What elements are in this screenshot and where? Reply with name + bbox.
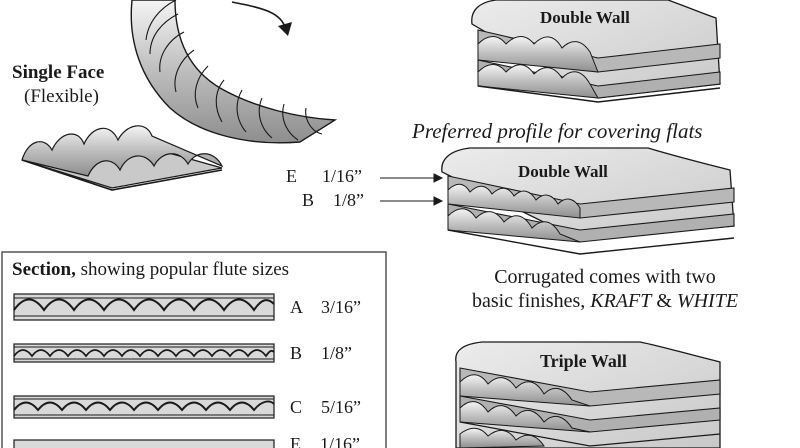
curl-arrow [231, 1, 292, 36]
finish-kraft: KRAFT [590, 290, 652, 312]
flute-e-letter: E [286, 166, 297, 186]
finishes-line-1: Corrugated comes with two [494, 266, 716, 288]
flute-pointer-arrows [380, 173, 444, 206]
section-row-e: E 1/16” [290, 434, 360, 448]
flute-e-size: 1/16” [322, 166, 362, 186]
section-row-b-letter: B [290, 343, 303, 363]
finishes-amp: & [651, 290, 677, 312]
single-face-curled-sheet [130, 0, 338, 144]
double-wall-top-board [471, 0, 721, 103]
finish-white: WHITE [676, 290, 739, 312]
double-wall-middle-label: Double Wall [518, 162, 608, 181]
flute-b-label: B 1/8” [302, 190, 364, 211]
flute-strip-c [13, 395, 275, 419]
section-row-b-size: 1/8” [321, 343, 353, 363]
triple-wall-board [455, 341, 721, 448]
section-row-b: B 1/8” [290, 343, 352, 364]
section-row-a-letter: A [290, 297, 303, 317]
double-wall-top-label: Double Wall [540, 8, 630, 27]
single-face-subtitle: (Flexible) [24, 86, 99, 107]
flute-strip-a [13, 293, 275, 321]
section-row-c: C 5/16” [290, 397, 361, 418]
finishes-prefix: basic finishes, [471, 290, 591, 312]
section-row-e-letter: E [290, 434, 301, 448]
triple-wall-label: Triple Wall [540, 351, 627, 371]
single-face-flat-strip [21, 125, 224, 191]
section-title: Section, showing popular flute sizes [12, 259, 289, 281]
section-title-rest: showing popular flute sizes [75, 259, 290, 280]
preferred-profile-caption: Preferred profile for covering flats [412, 119, 703, 143]
double-wall-middle-board [441, 147, 735, 255]
flute-b-size: 1/8” [333, 190, 365, 210]
section-row-a: A 3/16” [290, 297, 361, 318]
finishes-line-2: basic finishes, KRAFT & WHITE [430, 290, 780, 313]
flute-e-label: E 1/16” [286, 166, 362, 187]
single-face-title: Single Face [12, 62, 105, 83]
section-row-c-letter: C [290, 397, 303, 417]
flute-b-letter: B [302, 190, 315, 210]
flute-strip-b [13, 343, 275, 363]
flute-strip-e [13, 439, 275, 448]
section-title-bold: Section, [12, 259, 76, 280]
section-row-c-size: 5/16” [321, 397, 362, 417]
section-row-a-size: 3/16” [321, 297, 362, 317]
section-row-e-size: 1/16” [320, 434, 360, 448]
